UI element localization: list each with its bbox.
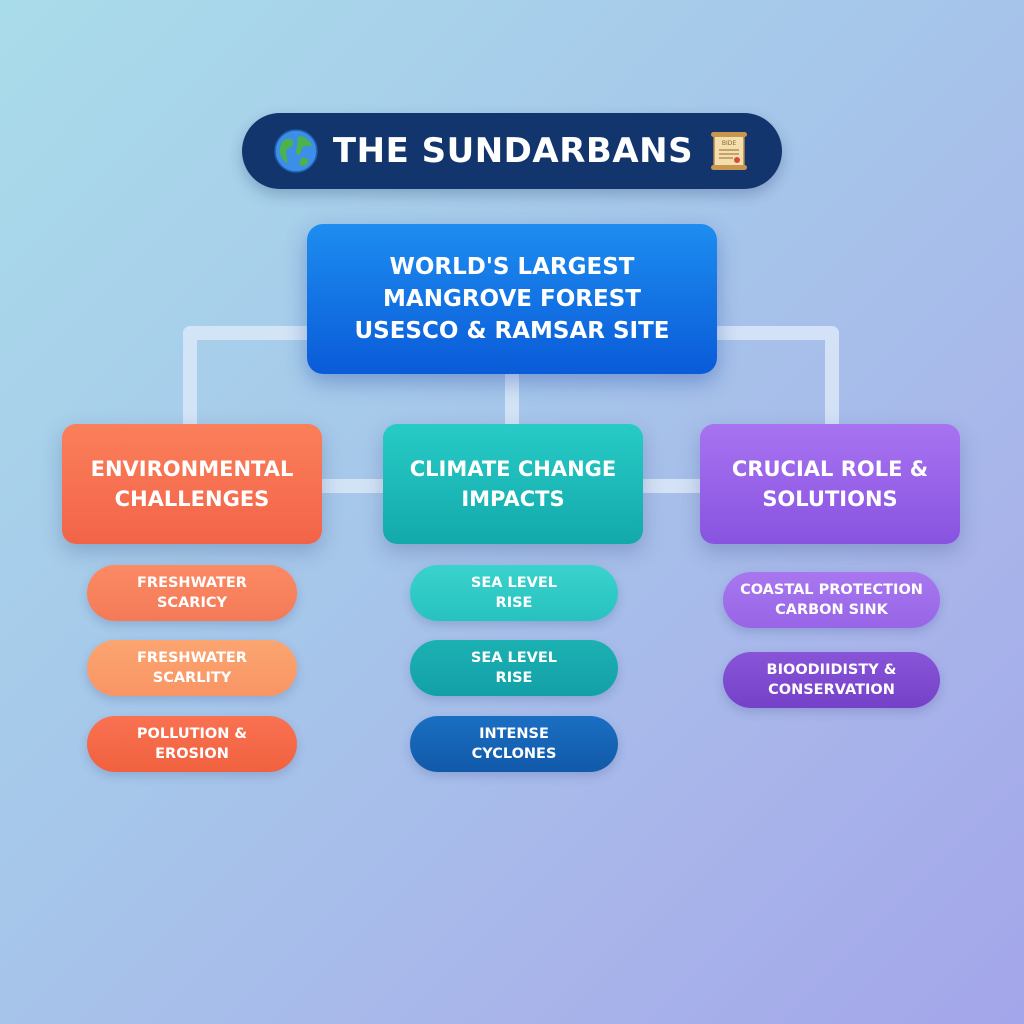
root-line-1: WORLD'S LARGEST (389, 254, 635, 280)
root-node: WORLD'S LARGEST MANGROVE FOREST USESCO &… (307, 224, 717, 374)
leaf-line-1: COASTAL PROTECTION (740, 582, 923, 598)
leaf-line-2: EROSION (155, 746, 229, 762)
branch-line-1: CLIMATE CHANGE (409, 457, 617, 481)
leaf-line-2: RISE (495, 595, 533, 611)
title-text: THE SUNDARBANS (332, 131, 694, 171)
leaf-line-2: CONSERVATION (768, 682, 895, 698)
branch-line-2: IMPACTS (461, 487, 565, 511)
leaf-coastal-protection: COASTAL PROTECTION CARBON SINK (723, 572, 940, 628)
root-line-2: MANGROVE FOREST (383, 286, 641, 312)
leaf-line-2: CYCLONES (471, 746, 557, 762)
leaf-line-1: INTENSE (479, 726, 549, 742)
leaf-line-1: BIOODIIDISTY & (766, 662, 897, 678)
leaf-line-1: POLLUTION & (136, 726, 248, 742)
branch-crucial-role-solutions: CRUCIAL ROLE & SOLUTIONS (700, 424, 960, 544)
leaf-pollution-erosion: POLLUTION & EROSION (87, 716, 297, 772)
branch-line-1: CRUCIAL ROLE & (731, 457, 929, 481)
leaf-sea-level-rise-1: SEA LEVEL RISE (410, 565, 618, 621)
leaf-line-2: SCARLITY (152, 670, 232, 686)
leaf-sea-level-rise-2: SEA LEVEL RISE (410, 640, 618, 696)
leaf-line-1: SEA LEVEL (470, 650, 558, 666)
globe-icon (274, 129, 318, 173)
branch-climate-change-impacts: CLIMATE CHANGE IMPACTS (383, 424, 643, 544)
leaf-freshwater-scarcity-1: FRESHWATER SCARICY (87, 565, 297, 621)
branch-environmental-challenges: ENVIRONMENTAL CHALLENGES (62, 424, 322, 544)
title-banner: THE SUNDARBANS BIDE (242, 113, 782, 189)
leaf-line-2: SCARICY (156, 595, 227, 611)
scroll-label: BIDE (722, 140, 737, 147)
branch-line-1: ENVIRONMENTAL (90, 457, 294, 481)
leaf-line-1: SEA LEVEL (470, 575, 558, 591)
leaf-line-2: CARBON SINK (775, 602, 888, 618)
connector-root-left (183, 326, 307, 424)
leaf-intense-cyclones: INTENSE CYCLONES (410, 716, 618, 772)
leaf-line-1: FRESHWATER (137, 650, 247, 666)
connector-root-right (717, 326, 839, 424)
leaf-line-2: RISE (495, 670, 533, 686)
root-line-3: USESCO & RAMSAR SITE (354, 318, 670, 344)
leaf-line-1: FRESHWATER (137, 575, 247, 591)
branch-line-2: CHALLENGES (114, 487, 270, 511)
leaf-freshwater-scarcity-2: FRESHWATER SCARLITY (87, 640, 297, 696)
leaf-biodiversity-conservation: BIOODIIDISTY & CONSERVATION (723, 652, 940, 708)
branch-line-2: SOLUTIONS (762, 487, 898, 511)
scroll-icon: BIDE (711, 132, 748, 170)
